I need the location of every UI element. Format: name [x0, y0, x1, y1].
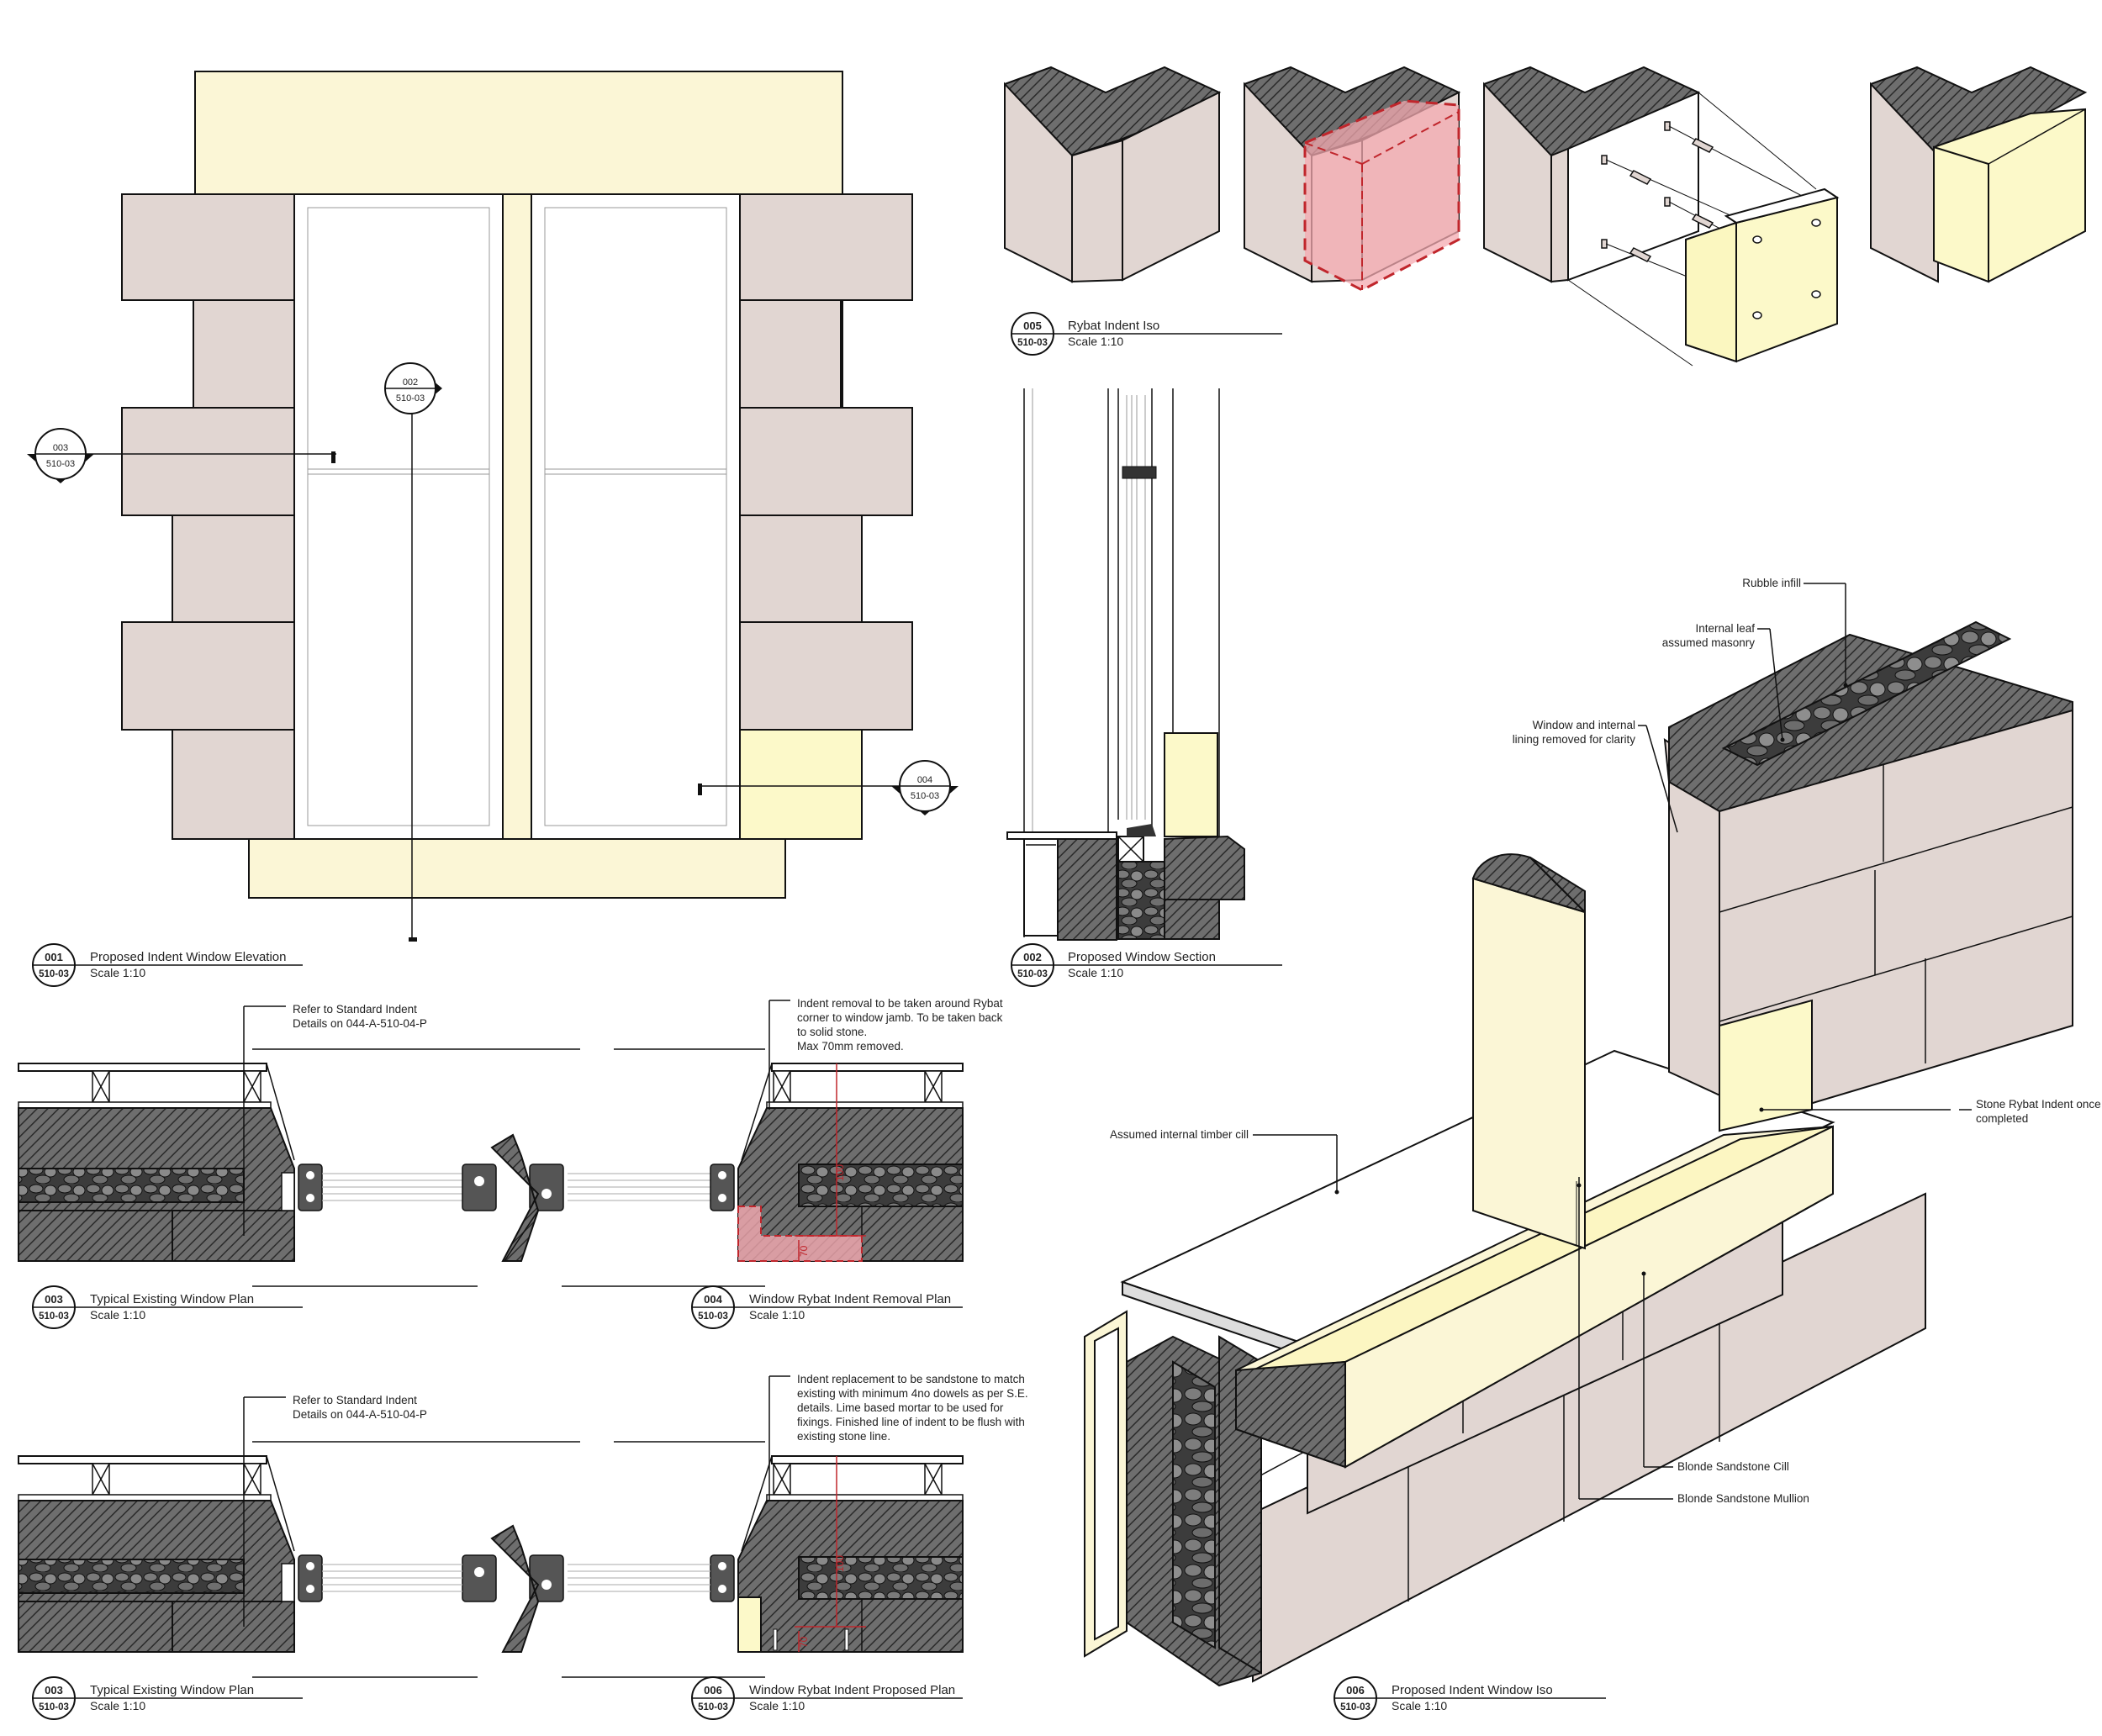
note-line: completed [1976, 1112, 2028, 1125]
drawing-title: Typical Existing Window Plan [90, 1292, 254, 1306]
note-line: existing stone line. [797, 1430, 890, 1443]
title-tag-001: 001 510-03 Proposed Indent Window Elevat… [32, 943, 303, 987]
note-line: assumed masonry [1662, 636, 1756, 649]
note-line: Details on 044-A-510-04-P [293, 1408, 427, 1421]
drawing-scale: Scale 1:10 [1068, 335, 1123, 348]
dimension-70: 70 [798, 1245, 810, 1257]
tag-number: 005 [1023, 319, 1042, 332]
existing-plan-top: 100 70 [18, 1000, 964, 1287]
tag-number: 002 [1023, 951, 1042, 963]
note-line: Blonde Sandstone Mullion [1677, 1492, 1809, 1505]
tag-sheet: 510-03 [1017, 338, 1048, 348]
tag-sheet: 510-03 [1340, 1702, 1371, 1712]
title-tag-006-plan: 006 510-03 Window Rybat Indent Proposed … [691, 1676, 963, 1720]
drawing-scale: Scale 1:10 [749, 1699, 805, 1712]
tag-number: 006 [704, 1684, 722, 1696]
annotation-mullion: Blonde Sandstone Mullion [1677, 1492, 1809, 1505]
title-tag-006-iso: 006 510-03 Proposed Indent Window Iso Sc… [1334, 1676, 1606, 1720]
drawing-scale: Scale 1:10 [1392, 1699, 1447, 1712]
drawing-title: Window Rybat Indent Proposed Plan [749, 1683, 955, 1697]
note-line: details. Lime based mortar to be used fo… [797, 1401, 1004, 1414]
note-line: Assumed internal timber cill [1110, 1128, 1249, 1141]
annotation-replacement: Indent replacement to be sandstone to ma… [797, 1373, 1028, 1443]
rybat-iso-drawing [1004, 66, 2088, 367]
section-marker-002[interactable]: 002 510-03 [384, 362, 442, 414]
drawing-scale: Scale 1:10 [749, 1308, 805, 1322]
rybat-indent-elevation [739, 729, 863, 840]
drawing-scale: Scale 1:10 [90, 1308, 145, 1322]
tag-number: 004 [704, 1293, 722, 1306]
window-section-drawing [1006, 388, 1245, 941]
note-line: fixings. Finished line of indent to be f… [797, 1416, 1025, 1428]
section-marker-004[interactable]: 004 510-03 [891, 760, 959, 815]
plan-drawings: 100 70 [18, 1000, 964, 1678]
note-line: corner to window jamb. To be taken back [797, 1011, 1003, 1024]
marker-sheet: 510-03 [396, 393, 425, 404]
tag-number: 001 [45, 951, 63, 963]
proposed-plan-bottom: 100 70 [18, 1375, 964, 1678]
note-line: Window and internal [1533, 719, 1635, 731]
title-tag-002: 002 510-03 Proposed Window Section Scale… [1011, 943, 1282, 987]
drawing-title: Rybat Indent Iso [1068, 319, 1159, 333]
drawing-scale: Scale 1:10 [90, 966, 145, 979]
tag-sheet: 510-03 [1017, 969, 1048, 979]
elevation-drawing [61, 71, 916, 942]
dimension-100: 100 [834, 1555, 846, 1572]
note-line: Refer to Standard Indent [293, 1003, 417, 1016]
note-line: Indent replacement to be sandstone to ma… [797, 1373, 1025, 1385]
cill-elevation [248, 838, 786, 899]
dimension-100: 100 [834, 1164, 846, 1181]
note-line: Blonde Sandstone Cill [1677, 1460, 1789, 1473]
title-tag-005: 005 510-03 Rybat Indent Iso Scale 1:10 [1011, 312, 1282, 356]
tag-number: 003 [45, 1293, 63, 1306]
annotation-rubble-infill: Rubble infill [1742, 577, 1801, 589]
note-line: Details on 044-A-510-04-P [293, 1017, 427, 1030]
drawing-scale: Scale 1:10 [1068, 966, 1123, 979]
note-line: lining removed for clarity [1513, 733, 1636, 746]
window-iso-drawing [1084, 583, 2073, 1687]
annotation-rybat-indent: Stone Rybat Indent once completed [1976, 1098, 2101, 1125]
note-line: Internal leaf [1695, 622, 1755, 635]
drawing-title: Proposed Window Section [1068, 950, 1216, 964]
title-tag-003-bottom: 003 510-03 Typical Existing Window Plan … [32, 1676, 303, 1720]
drawing-title: Window Rybat Indent Removal Plan [749, 1292, 951, 1306]
tag-sheet: 510-03 [698, 1311, 728, 1322]
drawing-title: Proposed Indent Window Elevation [90, 950, 286, 964]
drawing-title: Typical Existing Window Plan [90, 1683, 254, 1697]
marker-number: 004 [917, 775, 932, 785]
note-line: Max 70mm removed. [797, 1040, 904, 1053]
marker-sheet: 510-03 [46, 459, 75, 469]
note-line: Stone Rybat Indent once [1976, 1098, 2101, 1111]
drawing-title: Proposed Indent Window Iso [1392, 1683, 1553, 1697]
annotation-internal-leaf: Internal leaf assumed masonry [1662, 622, 1756, 649]
marker-number: 002 [403, 377, 418, 388]
note-line: to solid stone. [797, 1026, 867, 1038]
tag-sheet: 510-03 [39, 1311, 69, 1322]
title-tag-004: 004 510-03 Window Rybat Indent Removal P… [691, 1285, 963, 1329]
note-line: Indent removal to be taken around Rybat [797, 997, 1003, 1010]
section-marker-003[interactable]: 003 510-03 [27, 428, 94, 483]
tag-number: 006 [1346, 1684, 1365, 1696]
tag-sheet: 510-03 [39, 969, 69, 979]
tag-sheet: 510-03 [39, 1702, 69, 1712]
marker-sheet: 510-03 [911, 791, 939, 801]
note-line: Rubble infill [1742, 577, 1801, 589]
note-line: Refer to Standard Indent [293, 1394, 417, 1406]
annotation-window-removed: Window and internal lining removed for c… [1513, 719, 1636, 746]
annotation-refer-top: Refer to Standard Indent Details on 044-… [293, 1003, 427, 1030]
annotation-removal: Indent removal to be taken around Rybat … [797, 997, 1003, 1053]
marker-number: 003 [53, 443, 68, 453]
mullion-elevation [502, 193, 532, 840]
note-line: existing with minimum 4no dowels as per … [797, 1387, 1028, 1400]
annotation-timber-cill: Assumed internal timber cill [1110, 1128, 1249, 1141]
annotation-refer-bottom: Refer to Standard Indent Details on 044-… [293, 1394, 427, 1421]
tag-number: 003 [45, 1684, 63, 1696]
annotation-cill: Blonde Sandstone Cill [1677, 1460, 1789, 1473]
dimension-70: 70 [798, 1636, 810, 1648]
title-tag-003-top: 003 510-03 Typical Existing Window Plan … [32, 1285, 303, 1329]
tag-sheet: 510-03 [698, 1702, 728, 1712]
drawing-scale: Scale 1:10 [90, 1699, 145, 1712]
